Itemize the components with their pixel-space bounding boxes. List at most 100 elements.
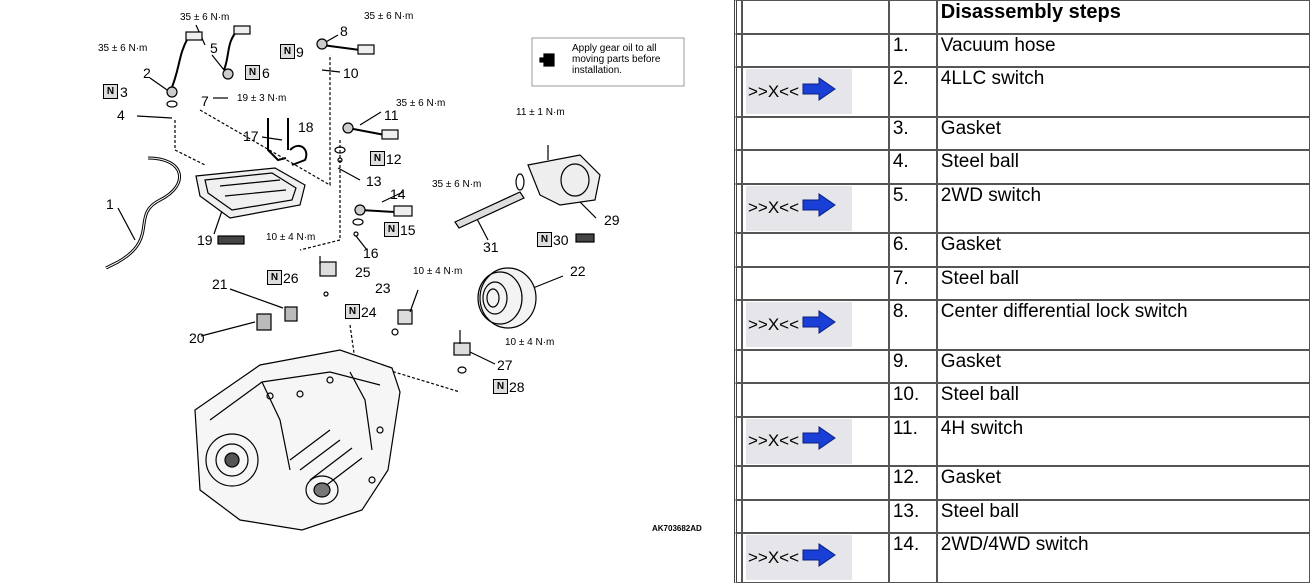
callout-15: 15 xyxy=(400,222,416,238)
xref-link[interactable]: >>X<< xyxy=(745,418,852,464)
step-name: 2WD/4WD switch xyxy=(936,533,1310,583)
table-row: >>X<< 2.4LLC switch xyxy=(734,67,1310,117)
step-name: Steel ball xyxy=(936,499,1310,533)
table-row: 7.Steel ball xyxy=(734,266,1310,300)
n-marker-30: N xyxy=(537,232,552,247)
table-row: 9.Gasket xyxy=(734,349,1310,383)
step-number: 3. xyxy=(888,116,937,150)
step-name: Steel ball xyxy=(936,266,1310,300)
step-number: 2. xyxy=(888,67,937,117)
disassembly-steps-table: Disassembly steps 1.Vacuum hose>>X<<2.4L… xyxy=(734,0,1310,583)
step-number: 1. xyxy=(888,33,937,67)
xref-cell xyxy=(741,499,889,533)
xref-link[interactable]: >>X<< xyxy=(745,302,852,347)
arrow-right-icon xyxy=(801,192,837,224)
xref-cell: >>X<< xyxy=(741,533,889,583)
table-row: >>X<< 5.2WD switch xyxy=(734,183,1310,233)
xref-cell: >>X<< xyxy=(741,67,889,117)
figure-id: AK703682AD xyxy=(652,524,702,533)
xref-link[interactable]: >>X<< xyxy=(745,185,852,231)
xref-cell xyxy=(741,233,889,267)
table-row: 6.Gasket xyxy=(734,233,1310,267)
callout-28: 28 xyxy=(509,379,525,395)
xref-label: >>X<< xyxy=(747,547,800,567)
callout-18: 18 xyxy=(298,119,314,135)
step-name: 2WD switch xyxy=(936,183,1310,233)
xref-cell xyxy=(741,466,889,500)
callout-24: 24 xyxy=(361,304,377,320)
torque-2: 35 ± 6 N·m xyxy=(98,43,148,54)
callout-3: 3 xyxy=(120,84,128,100)
callout-26: 26 xyxy=(283,270,299,286)
callout-19: 19 xyxy=(197,232,213,248)
callout-29: 29 xyxy=(604,212,620,228)
step-name: Gasket xyxy=(936,466,1310,500)
callout-14: 14 xyxy=(390,186,406,202)
xref-cell xyxy=(741,266,889,300)
xref-link[interactable]: >>X<< xyxy=(745,69,852,114)
torque-17: 19 ± 3 N·m xyxy=(237,93,287,104)
callout-6: 6 xyxy=(262,65,270,81)
xref-label: >>X<< xyxy=(747,81,800,101)
step-name: 4LLC switch xyxy=(936,67,1310,117)
step-name: Gasket xyxy=(936,116,1310,150)
callout-8: 8 xyxy=(340,23,348,39)
step-number: 11. xyxy=(888,416,937,466)
torque-8: 35 ± 6 N·m xyxy=(364,11,414,22)
torque-5: 35 ± 6 N·m xyxy=(180,12,230,23)
xref-cell xyxy=(741,150,889,184)
step-number: 10. xyxy=(888,383,937,417)
xref-cell: >>X<< xyxy=(741,183,889,233)
callout-13: 13 xyxy=(366,173,382,189)
step-number: 8. xyxy=(888,300,937,350)
n-marker-12: N xyxy=(370,151,385,166)
xref-cell: >>X<< xyxy=(741,300,889,350)
arrow-right-icon xyxy=(801,425,837,457)
torque-27: 10 ± 4 N·m xyxy=(505,337,555,348)
xref-label: >>X<< xyxy=(747,431,800,450)
table-row: >>X<<8.Center differential lock switch xyxy=(734,300,1310,350)
callout-1: 1 xyxy=(106,196,114,212)
callout-2: 2 xyxy=(143,65,151,81)
step-name: 4H switch xyxy=(936,416,1310,466)
gear-oil-note: Apply gear oil to all moving parts befor… xyxy=(572,43,661,76)
step-number: 6. xyxy=(888,233,937,267)
table-row: >>X<<14.2WD/4WD switch xyxy=(734,533,1310,583)
xref-cell: >>X<< xyxy=(741,416,889,466)
n-marker-24: N xyxy=(345,304,360,319)
callout-12: 12 xyxy=(386,151,402,167)
callout-21: 21 xyxy=(212,276,228,292)
step-number: 5. xyxy=(888,183,937,233)
callout-25: 25 xyxy=(355,264,371,280)
callout-31: 31 xyxy=(483,239,499,255)
callout-4: 4 xyxy=(117,107,125,123)
step-number: 13. xyxy=(888,499,937,533)
n-marker-15: N xyxy=(384,222,399,237)
step-name: Gasket xyxy=(936,349,1310,383)
n-marker-9: N xyxy=(280,44,295,59)
table-row: 1.Vacuum hose xyxy=(734,33,1310,67)
arrow-right-icon xyxy=(801,542,837,574)
callout-30: 30 xyxy=(553,232,569,248)
table-row: 10.Steel ball xyxy=(734,383,1310,417)
xref-link[interactable]: >>X<< xyxy=(745,535,852,580)
arrow-right-icon xyxy=(801,76,837,108)
torque-25: 10 ± 4 N·m xyxy=(266,232,316,243)
table-row: 13.Steel ball xyxy=(734,499,1310,533)
diagram-drawing xyxy=(105,24,685,531)
n-marker-28: N xyxy=(493,379,508,394)
n-marker-26: N xyxy=(267,270,282,285)
table-row: 12.Gasket xyxy=(734,466,1310,500)
arrow-right-icon xyxy=(801,309,837,341)
exploded-diagram: 1 2 3 4 5 6 7 8 9 10 11 12 13 14 15 16 1… xyxy=(98,11,702,534)
callout-5: 5 xyxy=(210,40,218,56)
step-name: Vacuum hose xyxy=(936,33,1310,67)
step-number: 4. xyxy=(888,150,937,184)
torque-23: 10 ± 4 N·m xyxy=(413,266,463,277)
step-number: 12. xyxy=(888,466,937,500)
callout-10: 10 xyxy=(343,65,359,81)
xref-cell xyxy=(741,33,889,67)
torque-29: 11 ± 1 N·m xyxy=(516,107,565,118)
callout-11: 11 xyxy=(384,107,399,123)
xref-cell xyxy=(741,383,889,417)
